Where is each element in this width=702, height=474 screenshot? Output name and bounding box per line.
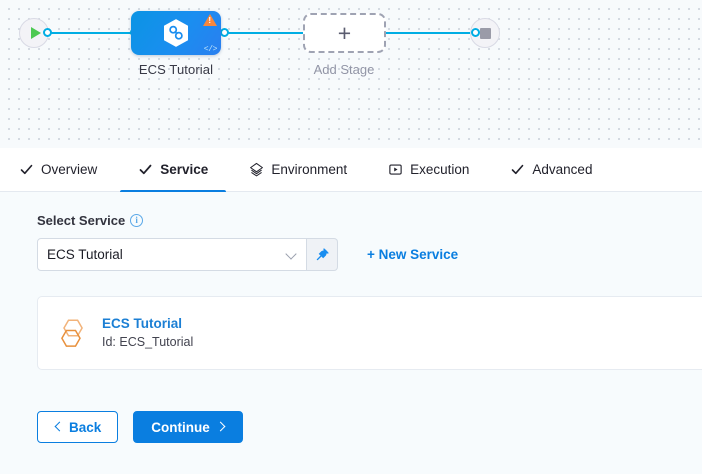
select-service-label-text: Select Service	[37, 213, 126, 228]
tab-service-label: Service	[160, 162, 209, 177]
info-icon[interactable]: i	[130, 214, 144, 227]
service-select-dropdown[interactable]: ECS Tutorial	[37, 238, 307, 271]
harness-hexagon-icon	[164, 19, 188, 47]
service-select-value: ECS Tutorial	[47, 247, 123, 262]
end-node-connector-dot[interactable]	[471, 28, 480, 37]
service-card-title[interactable]: ECS Tutorial	[102, 316, 183, 331]
stage-node-right-connector-dot[interactable]	[220, 28, 229, 37]
tab-overview[interactable]: Overview	[19, 148, 97, 192]
layers-icon	[249, 162, 264, 177]
warning-triangle-icon	[203, 14, 217, 26]
play-box-icon	[388, 162, 403, 177]
service-card-text: ECS Tutorial Id: ECS_Tutorial	[102, 315, 193, 351]
code-brackets-icon: </>	[203, 45, 218, 54]
stop-icon	[479, 27, 491, 39]
stage-node-ecs-tutorial[interactable]: </>	[131, 11, 221, 55]
wizard-footer: Back Continue	[37, 411, 243, 443]
add-stage-label: Add Stage	[313, 62, 375, 77]
chevron-right-icon	[217, 423, 225, 431]
connector-wire-start-to-stage	[45, 32, 135, 34]
tab-service[interactable]: Service	[120, 148, 227, 193]
continue-button[interactable]: Continue	[133, 411, 243, 443]
tab-environment[interactable]: Environment	[249, 148, 347, 192]
select-service-row: ECS Tutorial + New Service	[37, 238, 702, 271]
pin-service-button[interactable]	[307, 238, 338, 271]
back-button[interactable]: Back	[37, 411, 119, 443]
play-icon	[30, 27, 41, 39]
add-stage-button[interactable]: +	[303, 13, 386, 53]
service-tab-content: Select Service i ECS Tutorial + New Serv…	[0, 192, 702, 474]
back-button-label: Back	[69, 419, 102, 435]
check-icon	[510, 162, 525, 177]
plus-icon: +	[337, 19, 352, 46]
check-icon	[138, 162, 153, 177]
tab-advanced-label: Advanced	[532, 162, 593, 177]
tab-execution[interactable]: Execution	[388, 148, 469, 192]
tab-advanced[interactable]: Advanced	[510, 148, 592, 192]
check-icon	[19, 162, 34, 177]
select-service-label: Select Service i	[37, 213, 702, 228]
tab-overview-label: Overview	[41, 162, 98, 177]
new-service-button[interactable]: + New Service	[367, 247, 459, 262]
pipeline-end-node[interactable]	[470, 18, 500, 48]
continue-button-label: Continue	[151, 419, 210, 435]
service-card[interactable]: ECS Tutorial Id: ECS_Tutorial	[37, 296, 702, 370]
stage-config-tabbar: Overview Service Environment Exec	[0, 148, 702, 193]
chevron-left-icon	[54, 423, 62, 431]
pushpin-icon	[316, 248, 329, 261]
pipeline-canvas[interactable]: </> ECS Tutorial + Add Stage	[0, 0, 702, 148]
tab-environment-label: Environment	[271, 162, 348, 177]
connector-wire-stage-to-addstage	[224, 32, 304, 34]
service-card-id: Id: ECS_Tutorial	[102, 335, 194, 349]
stage-node-label: ECS Tutorial	[138, 62, 214, 77]
chevron-down-icon	[286, 249, 297, 260]
service-hexagon-icon	[61, 318, 83, 347]
connector-wire-addstage-to-end	[385, 32, 475, 34]
tab-execution-label: Execution	[410, 162, 470, 177]
start-node-connector-dot[interactable]	[43, 28, 52, 37]
